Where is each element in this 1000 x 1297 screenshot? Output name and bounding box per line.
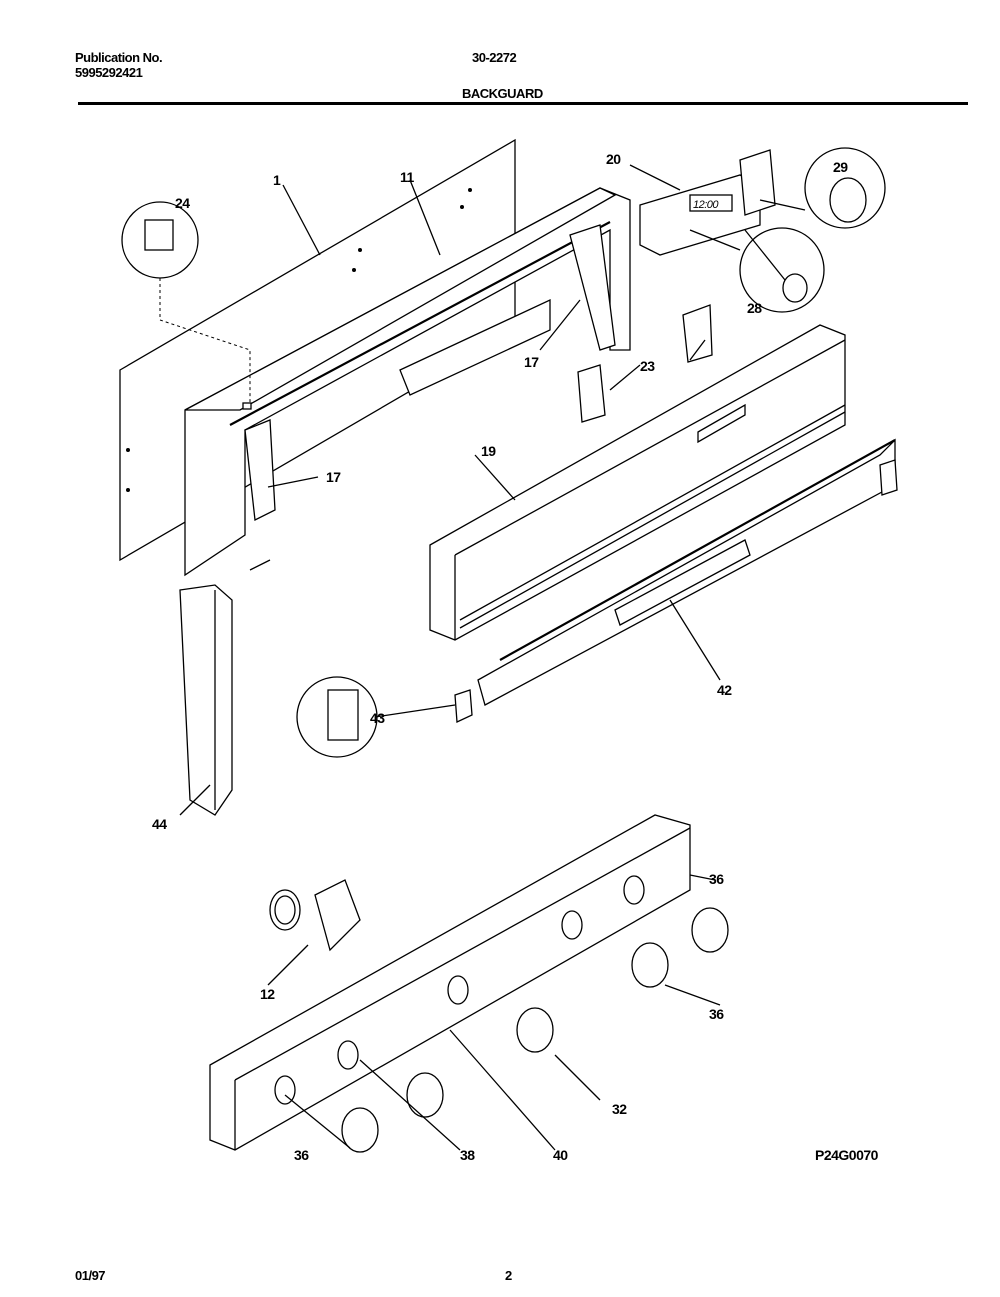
control-knobs (341, 907, 729, 1153)
callout-24: 24 (175, 195, 190, 211)
callout-20: 20 (606, 151, 621, 167)
bracket-part-23a (682, 304, 713, 363)
end-cap-part-43 (454, 689, 473, 723)
footer-date: 01/97 (75, 1268, 106, 1283)
callout-36-left: 36 (294, 1147, 309, 1163)
header-rule (78, 102, 968, 105)
callout-44: 44 (152, 816, 167, 832)
side-trim-part-44 (179, 584, 233, 816)
model-number: 30-2272 (472, 50, 517, 65)
callout-43: 43 (370, 710, 385, 726)
callout-36-top: 36 (709, 871, 724, 887)
bracket-part-23b (577, 364, 606, 423)
callout-12: 12 (260, 986, 275, 1002)
callout-36-right: 36 (709, 1006, 724, 1022)
callout-28: 28 (747, 300, 762, 316)
end-cap-right (879, 459, 898, 496)
control-panel-part-19 (429, 324, 846, 641)
publication-number: 5995292421 (75, 65, 143, 80)
clock-display-text: 12:00 (693, 199, 719, 211)
callout-32: 32 (612, 1101, 627, 1117)
callout-19: 19 (481, 443, 496, 459)
callout-1: 1 (273, 172, 281, 188)
callout-40: 40 (553, 1147, 568, 1163)
trim-strip-part-42 (477, 438, 896, 706)
thermostat-part-12 (269, 879, 361, 952)
callout-17-lower: 17 (326, 469, 341, 485)
callout-11: 11 (400, 169, 415, 185)
callout-17-upper: 17 (524, 354, 539, 370)
callout-38: 38 (460, 1147, 475, 1163)
callout-42: 42 (717, 682, 732, 698)
backguard-frame-part-11 (184, 187, 631, 577)
callout-23: 23 (640, 358, 655, 374)
manifold-panel-part-40 (209, 814, 691, 1151)
drawing-number: P24G0070 (815, 1147, 879, 1163)
callout-29: 29 (833, 159, 848, 175)
clock-timer-part-20: 12:00 (639, 149, 776, 256)
section-title: BACKGUARD (462, 86, 543, 101)
leader-lines (159, 164, 806, 1151)
page-number: 2 (505, 1268, 512, 1283)
publication-label: Publication No. (75, 50, 163, 65)
